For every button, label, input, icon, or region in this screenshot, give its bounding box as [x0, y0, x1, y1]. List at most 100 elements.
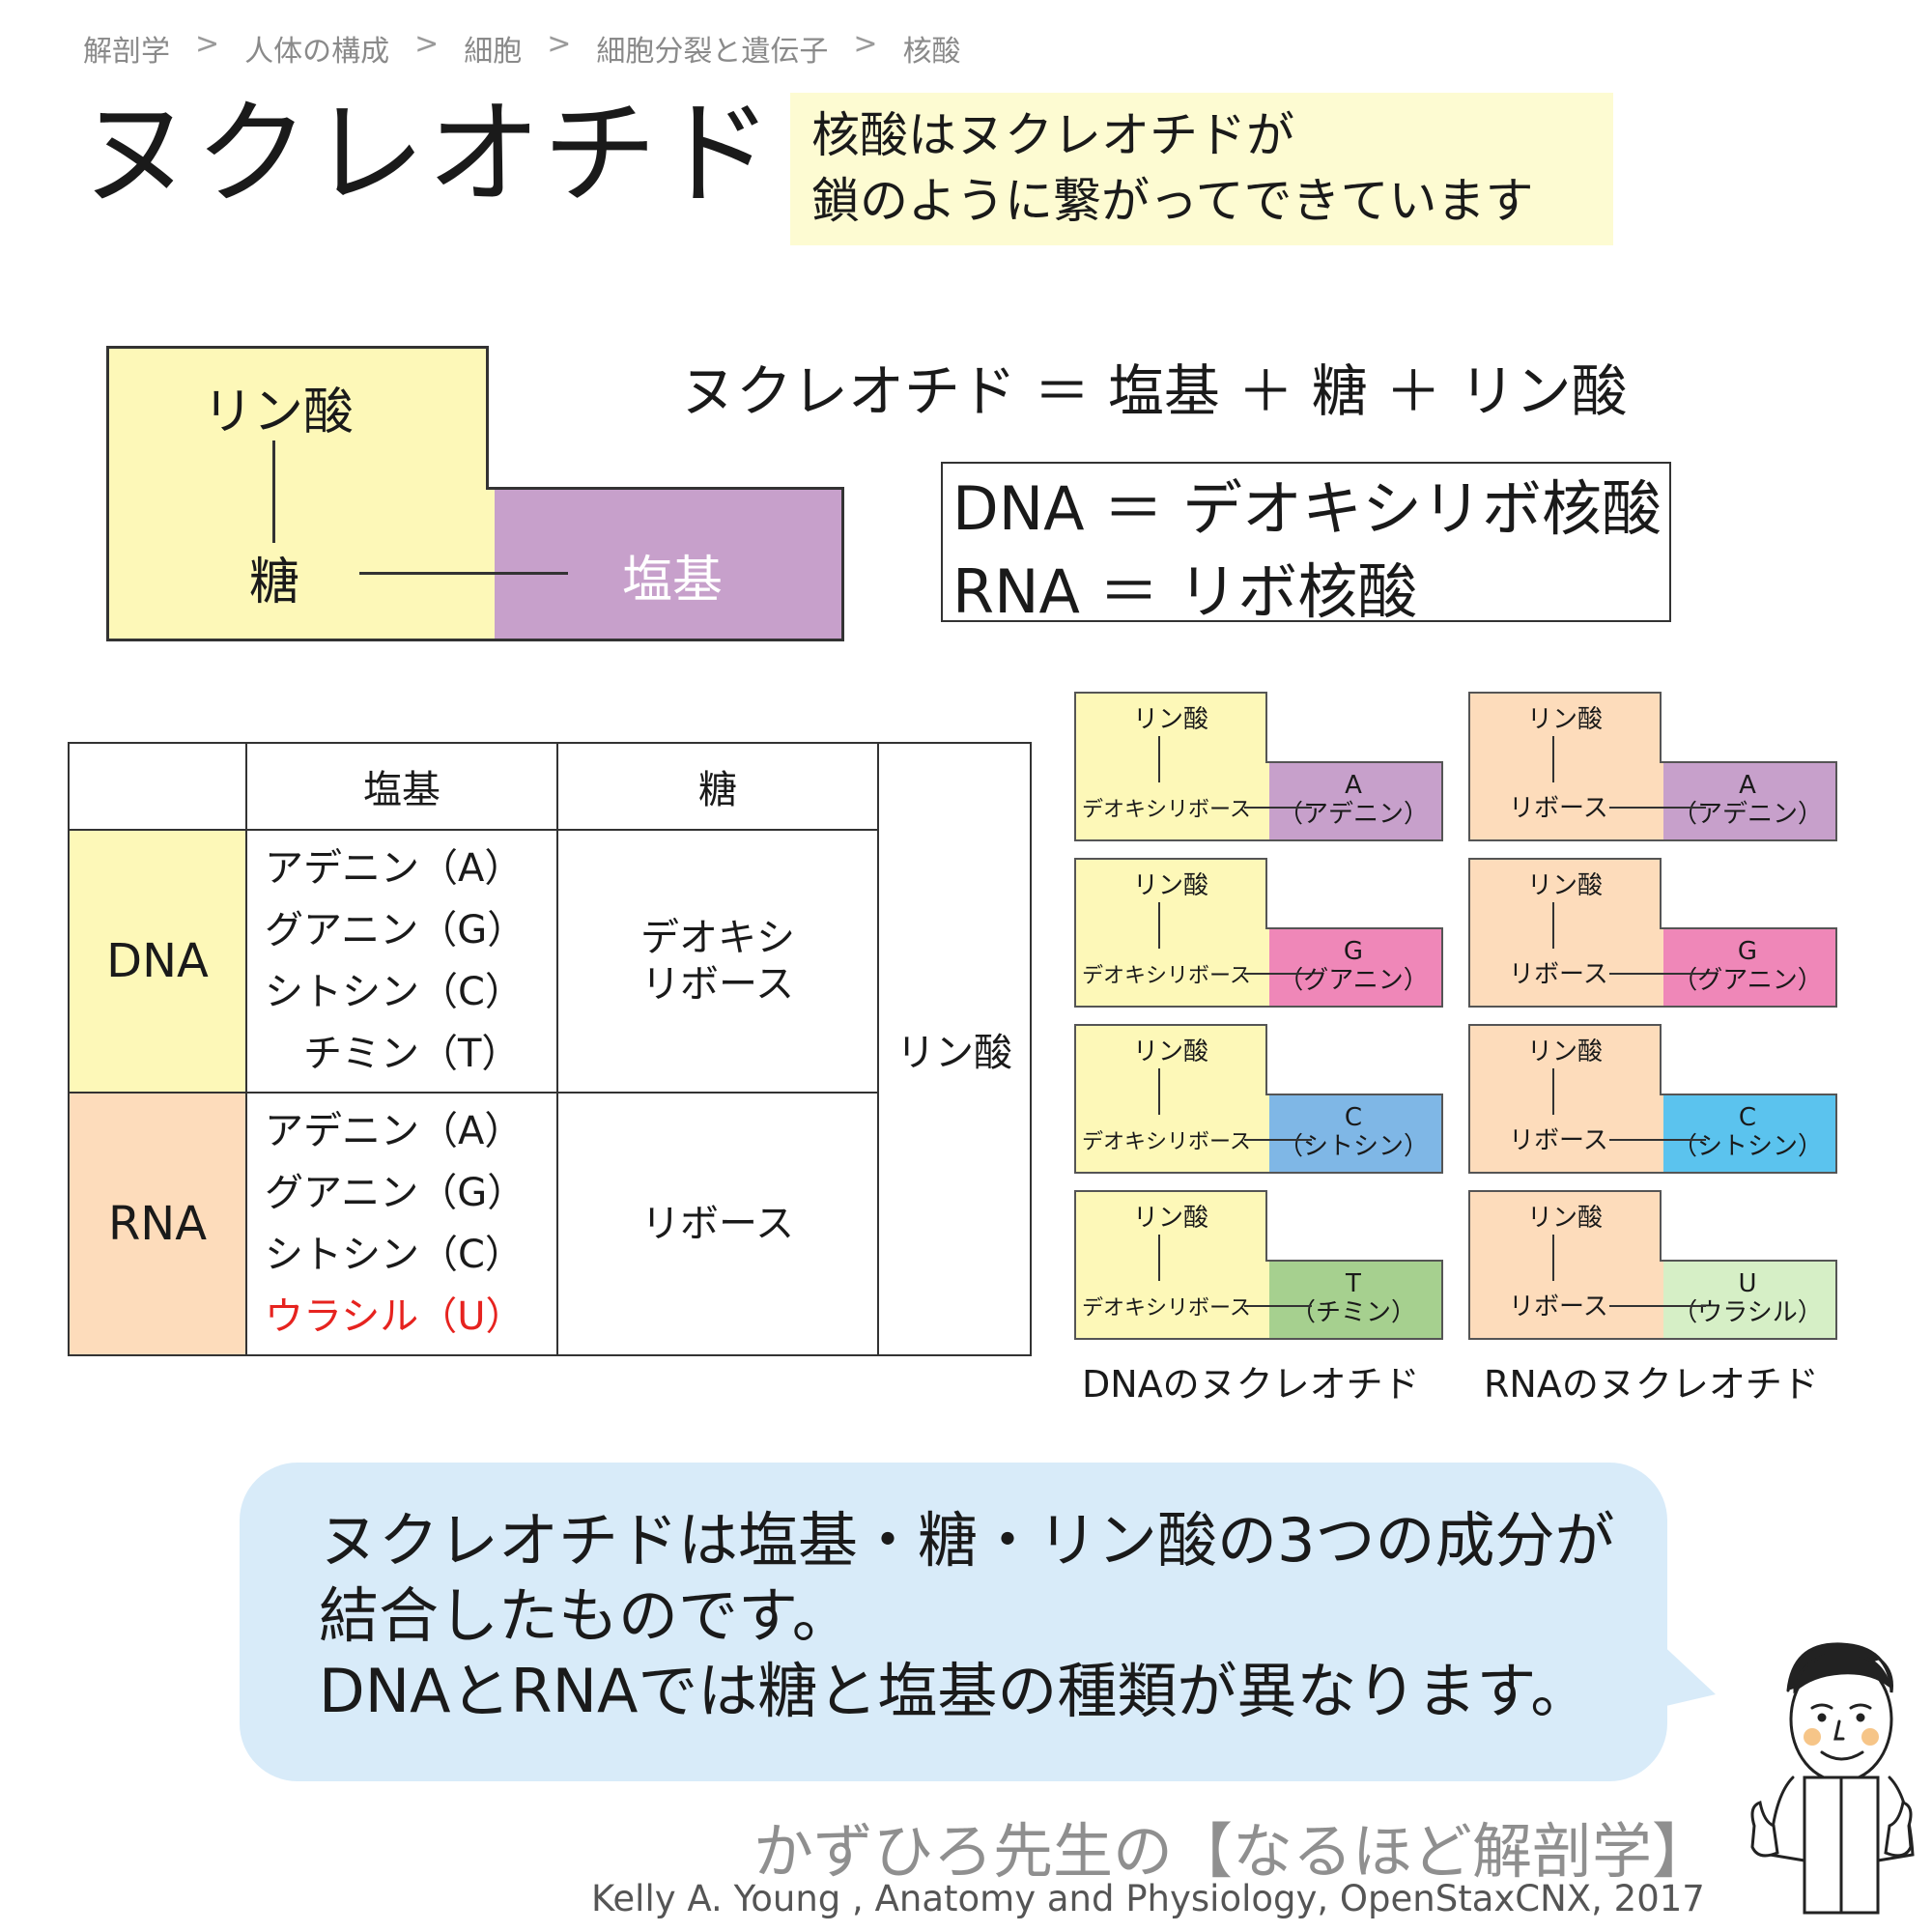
card-base-name: （チミン）	[1290, 1298, 1416, 1327]
base-item: シトシン（C）	[265, 1233, 524, 1277]
card-base-letter: A	[1739, 771, 1756, 800]
base-item: グアニン（G）	[265, 908, 526, 952]
card-base-letter: C	[1344, 1103, 1363, 1132]
card-bond-horizontal	[1244, 807, 1312, 809]
card-join	[1656, 763, 1663, 839]
page-title: ヌクレオチド	[79, 87, 776, 220]
sugar-line: リボース	[641, 962, 794, 1007]
card-base-name: （グアニン）	[1278, 966, 1429, 995]
breadcrumb: 解剖学 > 人体の構成 > 細胞 > 細胞分裂と遺伝子 > 核酸	[83, 27, 961, 70]
table-rna-bases: アデニン（A） グアニン（G） シトシン（C） ウラシル（U）	[245, 1092, 558, 1356]
formula: ヌクレオチド ＝ 塩基 ＋ 糖 ＋ リン酸	[680, 358, 1628, 424]
dna-nucleotide-card: G（グアニン） リン酸デオキシリボース	[1074, 858, 1443, 1008]
breadcrumb-item[interactable]: 解剖学	[83, 35, 170, 69]
card-phosphate-sugar-block	[1074, 1190, 1267, 1340]
breadcrumb-item[interactable]: 細胞分裂と遺伝子	[596, 35, 829, 69]
schematic-phosphate-label: リン酸	[203, 384, 355, 441]
rna-nucleotide-card: G（グアニン）リン酸リボース	[1468, 858, 1837, 1008]
table-rna-sugar: リボース	[556, 1092, 879, 1356]
card-base-name: （アデニン）	[1277, 800, 1429, 829]
rna-nucleotide-card: U（ウラシル） リン酸リボース	[1468, 1190, 1837, 1340]
note-line: 核酸はヌクレオチドが	[811, 107, 1294, 163]
card-base-block: G（グアニン）	[1660, 927, 1837, 1008]
table-row-label-rna: RNA	[68, 1092, 247, 1356]
base-item: アデニン（A）	[265, 1109, 524, 1153]
card-bond-horizontal	[1244, 973, 1312, 975]
card-base-name: （ウラシル）	[1672, 1298, 1823, 1327]
card-sugar-label: リボース	[1509, 1126, 1608, 1155]
card-sugar-label: リボース	[1509, 960, 1608, 989]
card-phosphate-label: リン酸	[1526, 1204, 1603, 1233]
rna-nucleotides-caption: RNAのヌクレオチド	[1484, 1363, 1819, 1406]
card-base-block: T（チミン）	[1265, 1260, 1443, 1340]
table-header-base: 塩基	[245, 742, 558, 831]
card-join	[1656, 929, 1663, 1006]
breadcrumb-separator: >	[195, 27, 220, 61]
base-item-uracil: ウラシル（U）	[265, 1294, 525, 1339]
card-sugar-label: リボース	[1509, 794, 1608, 823]
breadcrumb-item[interactable]: 人体の構成	[244, 35, 390, 69]
card-phosphate-sugar-block	[1468, 1190, 1662, 1340]
card-join	[1656, 1262, 1663, 1338]
card-bond-horizontal	[1609, 1139, 1706, 1141]
card-base-letter: T	[1346, 1269, 1361, 1298]
card-sugar-label: デオキシリボース	[1082, 964, 1251, 988]
base-item: グアニン（G）	[265, 1171, 526, 1215]
card-phosphate-label: リン酸	[1132, 1204, 1208, 1233]
dna-nucleotides-caption: DNAのヌクレオチド	[1082, 1363, 1420, 1406]
card-join	[1262, 929, 1269, 1006]
card-bond-horizontal	[1244, 1139, 1312, 1141]
source-credit: Kelly A. Young , Anatomy and Physiology,…	[591, 1878, 1705, 1919]
card-bond-vertical	[1158, 902, 1160, 949]
card-join	[1262, 1095, 1269, 1172]
dna-nucleotide-card: A（アデニン）リン酸デオキシリボース	[1074, 692, 1443, 841]
breadcrumb-item-current: 核酸	[902, 35, 961, 69]
card-base-block: A（アデニン）	[1265, 761, 1443, 841]
schematic-base-label: 塩基	[622, 552, 724, 610]
speech-bubble	[240, 1463, 1667, 1781]
table-dna-sugar: デオキシ リボース	[556, 829, 879, 1094]
card-base-letter: U	[1738, 1269, 1757, 1298]
bubble-text: ヌクレオチドは塩基・糖・リン酸の3つの成分が 結合したものです。 DNAとRNA…	[319, 1503, 1614, 1729]
base-item: シトシン（C）	[265, 970, 524, 1014]
table-row-label-dna: DNA	[68, 829, 247, 1094]
card-base-letter: G	[1343, 937, 1364, 966]
card-join	[1656, 1095, 1663, 1172]
breadcrumb-item[interactable]: 細胞	[464, 35, 523, 69]
definitions-box: DNA ＝ デオキシリボ核酸 RNA ＝ リボ核酸	[941, 462, 1671, 627]
card-join	[1262, 763, 1269, 839]
breadcrumb-separator: >	[414, 27, 440, 61]
schematic-phosphate-sugar-block	[106, 346, 489, 641]
card-phosphate-label: リン酸	[1526, 1037, 1603, 1066]
card-bond-vertical	[1158, 1068, 1160, 1115]
mascot-teacher-illustration	[1750, 1642, 1915, 1915]
card-base-block: G（グアニン）	[1265, 927, 1443, 1008]
table-header-sugar: 糖	[556, 742, 879, 831]
schematic-join	[483, 490, 495, 639]
schematic-bond-vertical	[272, 440, 275, 543]
card-bond-vertical	[1552, 1068, 1554, 1115]
note-box: 核酸はヌクレオチドが 鎖のように繋がってできています	[790, 93, 1613, 245]
card-bond-vertical	[1158, 1235, 1160, 1281]
bubble-line: ヌクレオチドは塩基・糖・リン酸の3つの成分が	[319, 1505, 1615, 1576]
schematic-bond-horizontal	[359, 572, 568, 575]
schematic-base-block	[487, 487, 844, 641]
dna-definition: DNA ＝ デオキシリボ核酸	[952, 473, 1662, 544]
card-bond-horizontal	[1609, 807, 1706, 809]
card-base-block: U（ウラシル）	[1660, 1260, 1837, 1340]
card-bond-horizontal	[1609, 1305, 1706, 1307]
card-bond-vertical	[1158, 736, 1160, 782]
card-bond-horizontal	[1244, 1305, 1312, 1307]
base-item: チミン（T）	[303, 1032, 521, 1076]
card-sugar-label: デオキシリボース	[1082, 798, 1251, 822]
card-phosphate-label: リン酸	[1132, 871, 1208, 900]
note-line: 鎖のように繋がってできています	[811, 173, 1534, 229]
card-sugar-label: リボース	[1509, 1293, 1608, 1321]
rna-nucleotide-card: A（アデニン）リン酸リボース	[1468, 692, 1837, 841]
card-bond-horizontal	[1609, 973, 1706, 975]
table-header-empty	[68, 742, 247, 831]
base-item: アデニン（A）	[265, 846, 524, 891]
table-dna-bases: アデニン（A） グアニン（G） シトシン（C） チミン（T）	[245, 829, 558, 1094]
card-base-block: C（シトシン）	[1660, 1094, 1837, 1174]
card-phosphate-label: リン酸	[1132, 1037, 1208, 1066]
